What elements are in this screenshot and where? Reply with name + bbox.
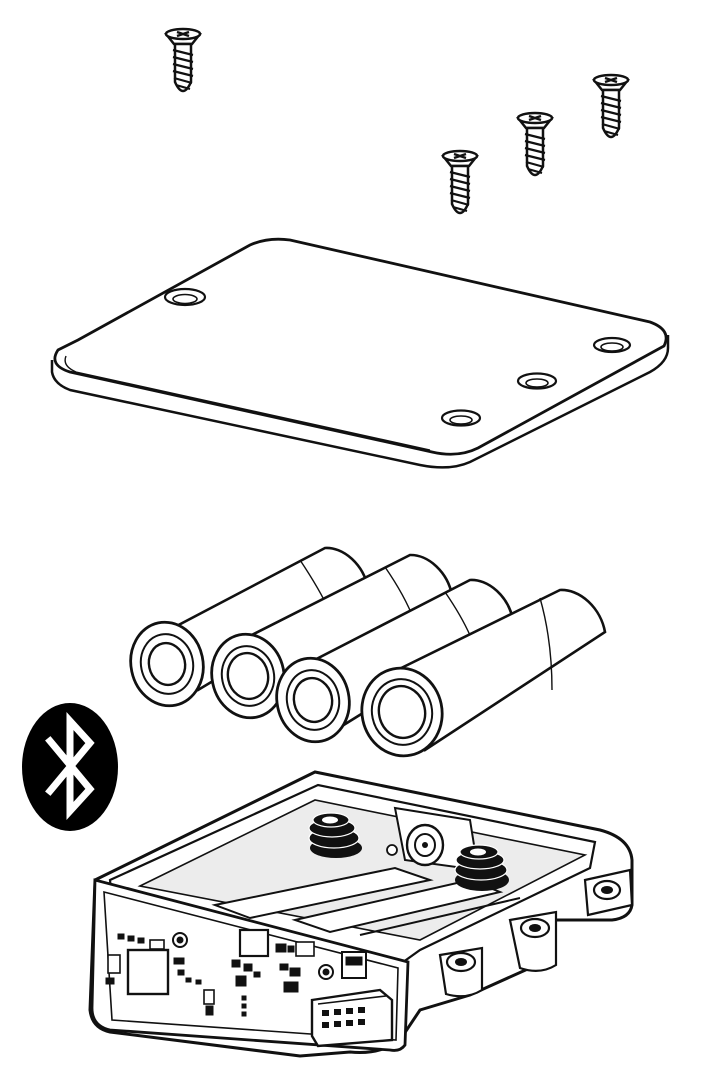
battery-2	[210, 553, 454, 720]
plate-hole-3	[516, 372, 558, 390]
plate-hole-2	[592, 336, 632, 354]
plate-hole-1	[163, 287, 207, 307]
screw-1	[164, 27, 202, 93]
screw-2	[441, 149, 479, 215]
pcb	[105, 928, 367, 1017]
screw-3	[516, 111, 554, 177]
battery-3	[275, 578, 515, 744]
mounting-lug-2	[508, 910, 558, 972]
connector	[310, 988, 394, 1048]
pcb-chip-secondary	[238, 928, 270, 958]
battery-4	[360, 588, 607, 758]
spring-right	[454, 844, 509, 891]
cover-plate	[50, 237, 670, 469]
screw-group	[164, 27, 630, 215]
contact-terminal	[405, 823, 445, 867]
battery-1	[129, 546, 370, 708]
bluetooth-icon	[22, 703, 118, 831]
housing	[88, 770, 634, 1058]
battery-group	[129, 546, 607, 758]
screw-4	[592, 73, 630, 139]
mounting-lug-1	[583, 868, 634, 917]
plate-hole-4	[440, 409, 482, 427]
spring-left	[308, 812, 362, 858]
pcb-chip-main	[126, 948, 170, 996]
mounting-lug-3	[438, 946, 484, 998]
